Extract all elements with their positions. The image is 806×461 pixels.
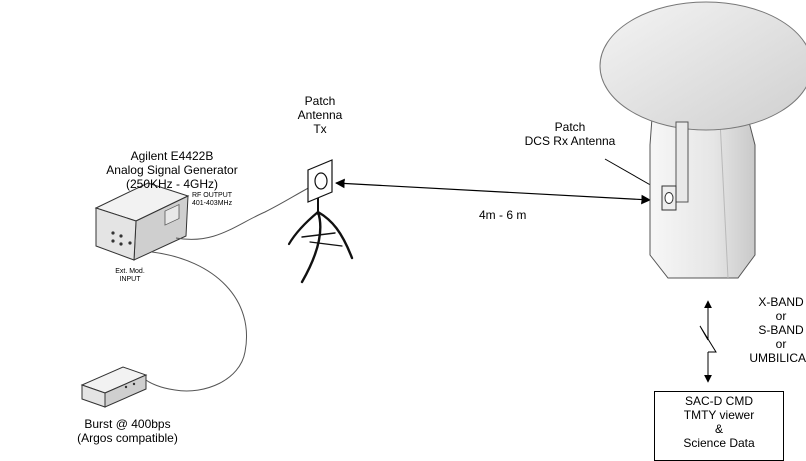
rx-label-line2: DCS Rx Antenna	[524, 134, 616, 148]
ground-line3: &	[714, 422, 723, 436]
generator-model: Agilent E4422B	[130, 149, 214, 163]
diagram-drawing	[80, 1, 806, 408]
burst-generator-box	[80, 366, 148, 408]
ext-mod-input: INPUT	[119, 276, 141, 283]
rx-label-line1: Patch	[554, 120, 586, 134]
burst-label: Burst @ 400bps (Argos compatible)	[55, 417, 200, 445]
link-xband: X-BAND	[758, 295, 804, 309]
generator-range: (250KHz - 4GHz)	[125, 177, 219, 191]
burst-compat: (Argos compatible)	[77, 431, 178, 445]
rf-output-label: RF OUTPUT 401-403MHz	[192, 192, 232, 208]
generator-type: Analog Signal Generator	[106, 163, 238, 177]
downlink-arrows	[699, 300, 717, 383]
ground-station-label: SAC-D CMD TMTY viewer & Science Data	[654, 394, 784, 450]
link-sband: S-BAND	[758, 323, 804, 337]
burst-rate: Burst @ 400bps	[84, 417, 171, 431]
ground-line2: TMTY viewer	[683, 408, 755, 422]
ext-mod-title: Ext. Mod.	[115, 268, 145, 275]
patch-antenna-rx-label: Patch DCS Rx Antenna	[505, 120, 635, 148]
rf-output-title: RF OUTPUT	[192, 192, 233, 199]
rf-cable	[175, 183, 317, 240]
link-or-1: or	[775, 309, 787, 323]
tx-label-line3: Tx	[313, 122, 327, 136]
tx-label-line1: Patch	[304, 94, 336, 108]
signal-generator	[94, 182, 190, 261]
signal-generator-label: Agilent E4422B Analog Signal Generator (…	[92, 149, 252, 191]
side-panel	[675, 121, 689, 203]
tx-label-line2: Antenna	[297, 108, 343, 122]
ground-line4: Science Data	[683, 436, 755, 450]
link-options-label: X-BAND or S-BAND or UMBILICAL	[746, 295, 806, 365]
link-umbilical: UMBILICAL	[749, 351, 806, 365]
patch-antenna-tx	[307, 159, 333, 203]
rf-output-range: 401-403MHz	[192, 200, 233, 207]
ground-line1: SAC-D CMD	[685, 394, 753, 408]
satellite-structure	[599, 1, 806, 279]
tx-tripod	[287, 195, 354, 284]
test-setup-diagram: Agilent E4422B Analog Signal Generator (…	[55, 1, 806, 461]
distance-label: 4m - 6 m	[479, 208, 527, 222]
distance-arrow	[335, 178, 651, 205]
patch-antenna-tx-label: Patch Antenna Tx	[285, 94, 355, 136]
link-or-2: or	[775, 337, 787, 351]
dish-antenna	[599, 1, 806, 131]
modulation-cable	[145, 251, 247, 392]
ext-mod-label: Ext. Mod. INPUT	[108, 268, 152, 284]
